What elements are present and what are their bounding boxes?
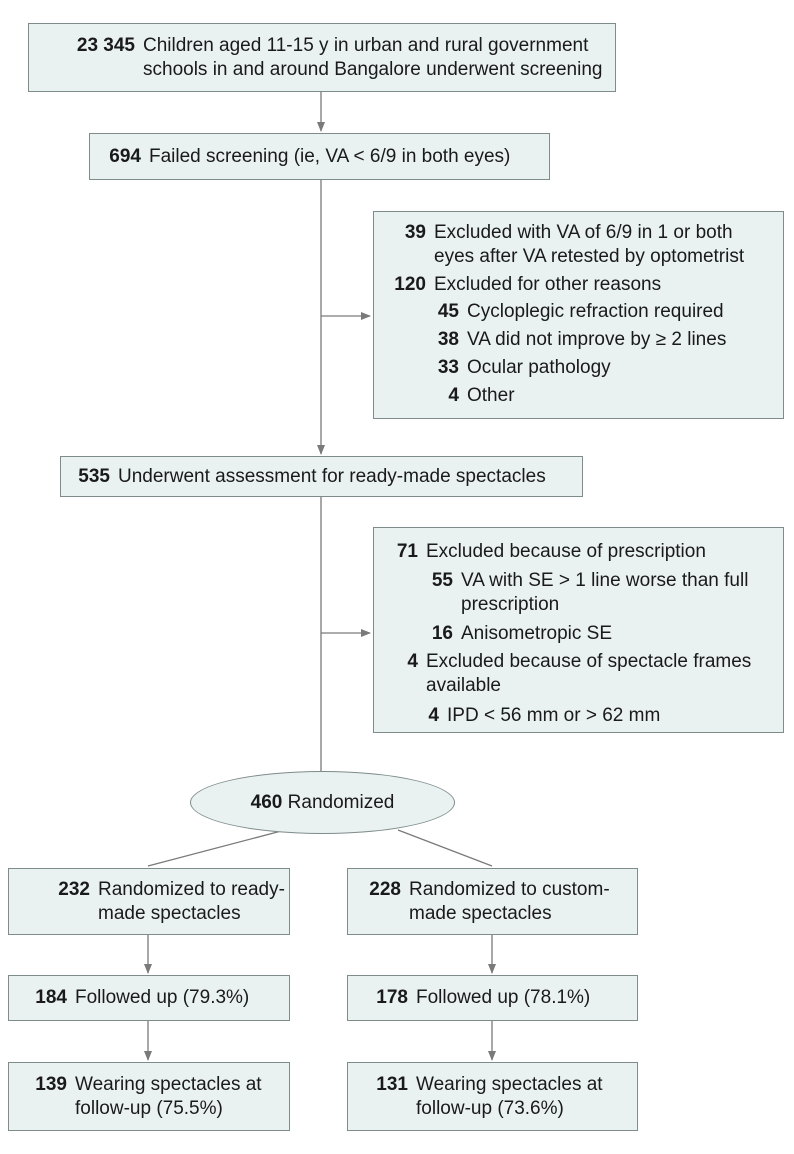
excluded-sub-item: 45 Cycloplegic refraction required bbox=[437, 301, 724, 322]
excluded-frames-text-1: Excluded because of spectacle frames bbox=[426, 651, 752, 672]
custom-made-wearing-text-1: Wearing spectacles at bbox=[416, 1074, 603, 1095]
prescription-sub-item: 16 Anisometropic SE bbox=[431, 623, 613, 644]
custom-made-arm-box: 228 Randomized to custom- made spectacle… bbox=[347, 868, 638, 935]
custom-made-followed-box: 178 Followed up (78.1%) bbox=[347, 975, 638, 1021]
ready-made-followed-count: 184 bbox=[35, 987, 67, 1008]
excluded-retest-count: 39 bbox=[404, 222, 426, 243]
custom-made-followed-count: 178 bbox=[376, 987, 408, 1008]
excluded-assessment-box: 71 Excluded because of prescription 55 V… bbox=[373, 527, 784, 733]
custom-made-wearing-text-2: follow-up (73.6%) bbox=[416, 1098, 564, 1119]
excluded-prescription-count: 71 bbox=[396, 541, 418, 562]
screening-text-1: Children aged 11-15 y in urban and rural… bbox=[143, 35, 589, 56]
ready-made-text-2: made spectacles bbox=[98, 903, 241, 924]
excluded-sub-item: 33 Ocular pathology bbox=[437, 357, 611, 378]
screening-box: 23 345 Children aged 11-15 y in urban an… bbox=[28, 23, 616, 92]
assessed-text: Underwent assessment for ready-made spec… bbox=[118, 466, 546, 487]
excluded-retest-text-1: Excluded with VA of 6/9 in 1 or both bbox=[434, 222, 733, 243]
randomized-count: 460 bbox=[250, 791, 283, 813]
ready-made-followed-box: 184 Followed up (79.3%) bbox=[8, 975, 290, 1021]
excluded-prescription-text: Excluded because of prescription bbox=[426, 541, 706, 562]
custom-made-text-1: Randomized to custom- bbox=[409, 879, 610, 900]
custom-made-wearing-count: 131 bbox=[376, 1074, 408, 1095]
randomized-text: Randomized bbox=[287, 791, 395, 813]
failed-screening-box: 694 Failed screening (ie, VA < 6/9 in bo… bbox=[89, 133, 550, 180]
excluded-frames-text-2: available bbox=[426, 675, 501, 696]
excluded-frames-count: 4 bbox=[407, 651, 418, 672]
excluded-other-count: 120 bbox=[394, 274, 426, 295]
excluded-sub-item: 4 Other bbox=[448, 385, 515, 406]
prescription-sub-item: 55 VA with SE > 1 line worse than full p… bbox=[431, 570, 749, 615]
excluded-screening-box: 39 Excluded with VA of 6/9 in 1 or both … bbox=[373, 211, 784, 419]
failed-count: 694 bbox=[109, 146, 141, 167]
custom-made-followed-text: Followed up (78.1%) bbox=[416, 987, 591, 1008]
assessment-box: 535 Underwent assessment for ready-made … bbox=[60, 456, 583, 497]
ready-made-arm-box: 232 Randomized to ready- made spectacles bbox=[8, 868, 290, 935]
ready-made-followed-text: Followed up (79.3%) bbox=[75, 987, 250, 1008]
ready-made-text-1: Randomized to ready- bbox=[98, 879, 285, 900]
excluded-sub-item: 38 VA did not improve by ≥ 2 lines bbox=[437, 329, 727, 350]
custom-made-text-2: made spectacles bbox=[409, 903, 552, 924]
ready-made-wearing-box: 139 Wearing spectacles at follow-up (75.… bbox=[8, 1062, 290, 1131]
excluded-retest-text-2: eyes after VA retested by optometrist bbox=[434, 246, 745, 267]
ready-made-count: 232 bbox=[58, 879, 90, 900]
randomized-oval: 460 Randomized bbox=[190, 771, 455, 834]
custom-made-count: 228 bbox=[369, 879, 401, 900]
excluded-other-text: Excluded for other reasons bbox=[434, 274, 662, 295]
screening-text-2: schools in and around Bangalore underwen… bbox=[143, 59, 603, 80]
branch-right bbox=[397, 829, 493, 867]
branch-left bbox=[147, 829, 286, 867]
assessed-count: 535 bbox=[78, 466, 110, 487]
ready-made-wearing-count: 139 bbox=[35, 1074, 67, 1095]
frames-sub-item: 4 IPD < 56 mm or > 62 mm bbox=[428, 705, 661, 726]
ready-made-wearing-text-1: Wearing spectacles at bbox=[75, 1074, 262, 1095]
custom-made-wearing-box: 131 Wearing spectacles at follow-up (73.… bbox=[347, 1062, 638, 1131]
failed-text: Failed screening (ie, VA < 6/9 in both e… bbox=[149, 146, 511, 167]
ready-made-wearing-text-2: follow-up (75.5%) bbox=[75, 1098, 223, 1119]
screening-count: 23 345 bbox=[76, 35, 135, 56]
